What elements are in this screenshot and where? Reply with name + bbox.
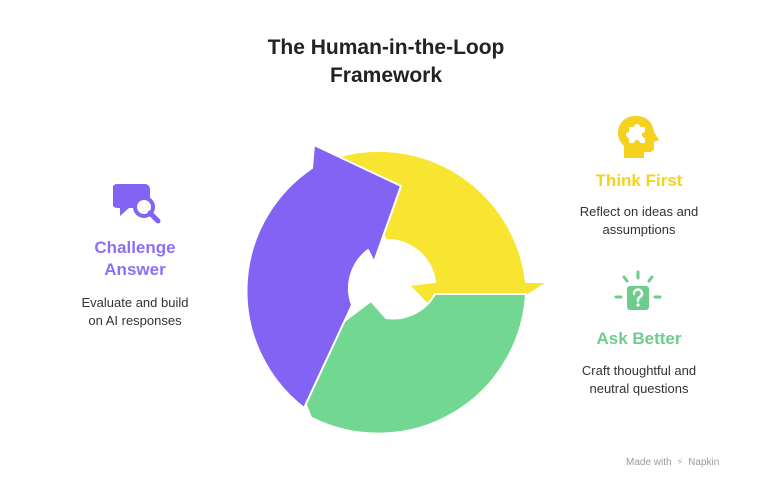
challenge-heading-line-2: Answer	[104, 260, 166, 279]
think-desc-line-2: assumptions	[602, 222, 676, 237]
challenge-heading-line-1: Challenge	[94, 238, 176, 257]
title-line-1: The Human-in-the-Loop	[267, 36, 505, 59]
ask-better-description: Craft thoughtful and neutral questions	[555, 362, 723, 398]
ask-better-heading: Ask Better	[596, 329, 682, 348]
title-line-2: Framework	[329, 64, 443, 87]
think-first-heading: Think First	[595, 171, 683, 190]
think-desc-line-1: Reflect on ideas and	[579, 204, 699, 219]
ask-desc-line-2: neutral questions	[589, 381, 689, 396]
green-cycle-arrow	[288, 293, 527, 435]
head-puzzle-icon	[614, 113, 662, 166]
diagram-title: The Human-in-the-Loop Framework	[236, 34, 536, 90]
napkin-logo-icon: ⚡	[676, 457, 684, 468]
question-idea-icon	[612, 270, 664, 323]
made-with-label: Made with	[626, 457, 672, 468]
think-first-description: Reflect on ideas and assumptions	[555, 203, 723, 239]
challenge-answer-heading: Challenge Answer	[60, 237, 210, 281]
challenge-desc-line-1: Evaluate and build	[81, 295, 189, 310]
purple-cycle-arrow	[245, 144, 402, 409]
napkin-brand-label: Napkin	[688, 457, 720, 468]
chat-search-icon	[112, 180, 161, 231]
ask-desc-line-1: Craft thoughtful and	[581, 363, 697, 378]
made-with-napkin-link[interactable]: Made with ⚡ Napkin	[626, 457, 719, 468]
challenge-answer-description: Evaluate and build on AI responses	[60, 294, 210, 330]
challenge-desc-line-2: on AI responses	[88, 313, 182, 328]
